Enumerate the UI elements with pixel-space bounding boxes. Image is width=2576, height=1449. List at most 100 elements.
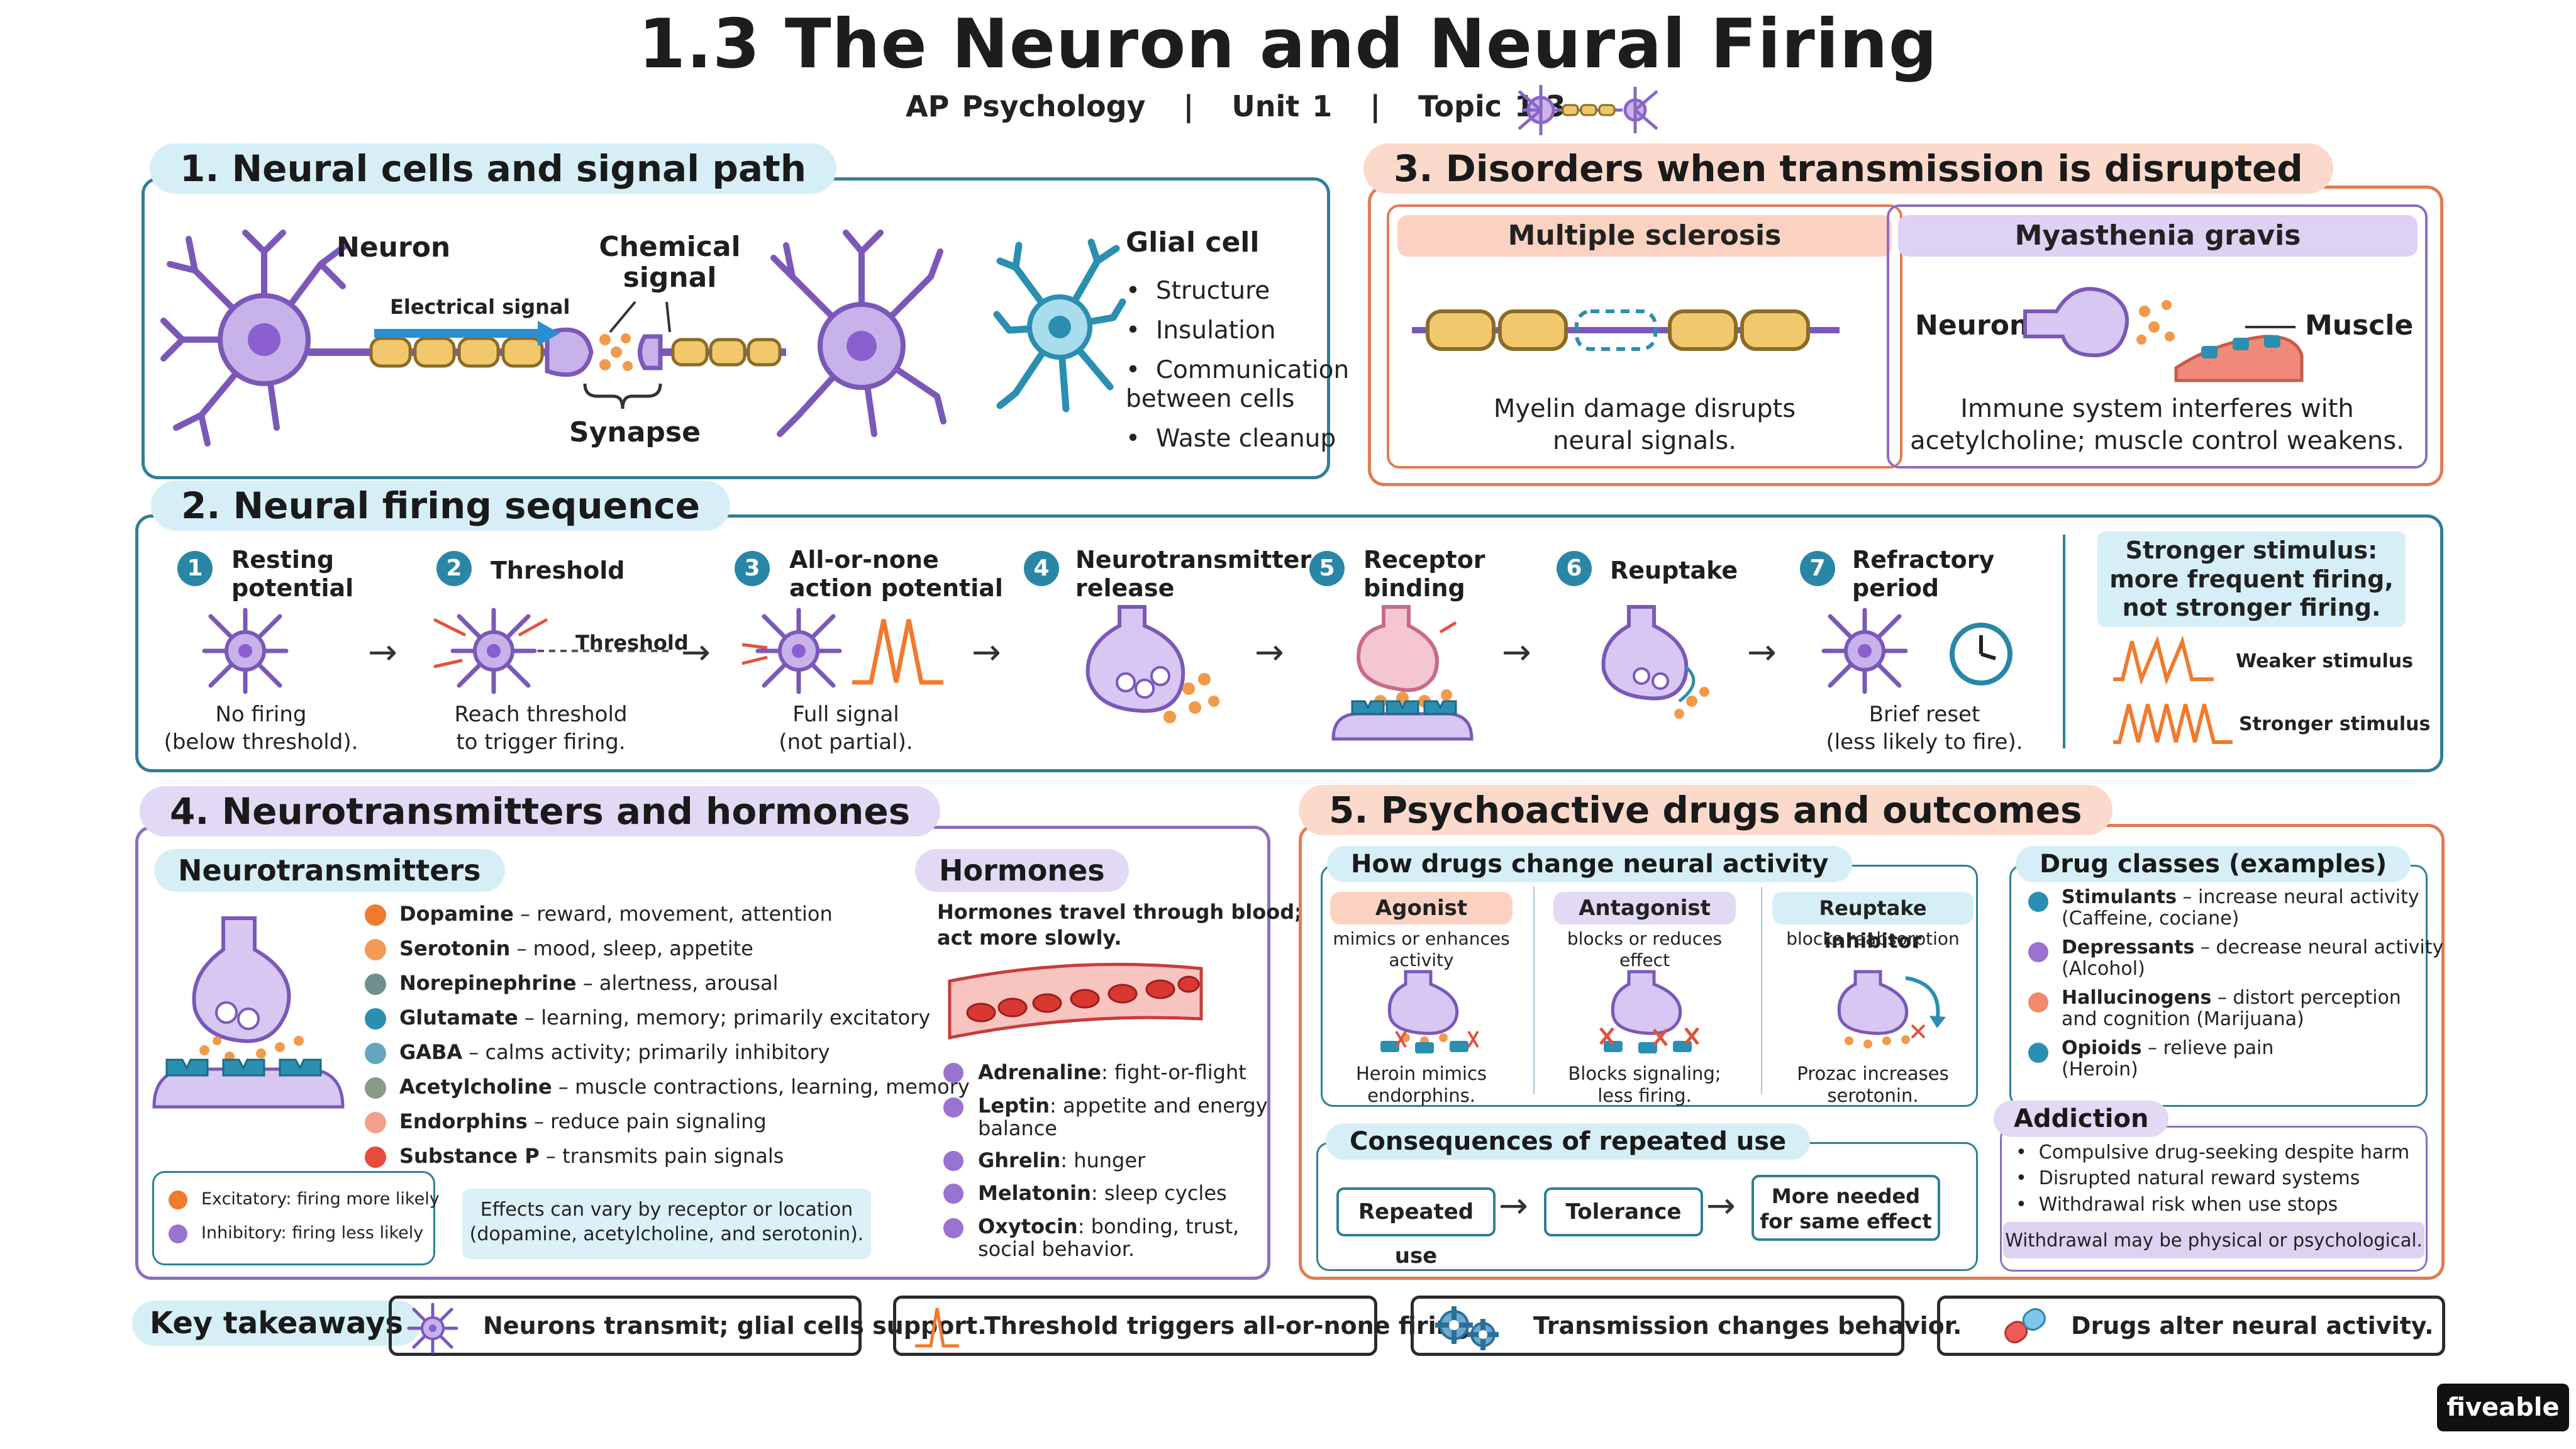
stimulus-note: Stronger stimulus: more frequent firing,…	[2097, 531, 2406, 627]
ms-box	[1387, 204, 1902, 469]
synapse-receptor-icon	[152, 916, 345, 1109]
excitatory-legend-box	[152, 1171, 435, 1265]
flow-tolerance: Tolerance	[1544, 1187, 1703, 1236]
neurotransmitters-subtab: Neurotransmitters	[154, 849, 505, 892]
nt-row: Glutamate – learning, memory; primarily …	[399, 1006, 931, 1030]
takeaway-3-text: Transmission changes behavior.	[1533, 1312, 1962, 1340]
withdrawal-note: Withdrawal may be physical or psychologi…	[2003, 1222, 2424, 1258]
mg-box	[1887, 204, 2428, 469]
fiveable-logo: fiveable	[2437, 1384, 2569, 1431]
agonist-desc: mimics or enhances activity	[1333, 928, 1510, 970]
nt-row: Substance P – transmits pain signals	[399, 1144, 784, 1168]
step-1-name: Resting potential	[231, 546, 354, 602]
section4-tab: 4. Neurotransmitters and hormones	[140, 786, 941, 836]
hormone-row: Leptin: appetite and energy balance	[978, 1094, 1268, 1140]
step-arrow: →	[681, 632, 711, 673]
step-7-caption: Brief reset (less likely to fire).	[1826, 702, 2023, 755]
takeaway-4	[1937, 1296, 2445, 1356]
glutamate-dot	[365, 1008, 386, 1030]
endorphins-dot	[365, 1112, 386, 1133]
receptor-binding-icon	[1331, 605, 1474, 741]
drug-divider	[1761, 887, 1762, 1094]
addiction-item: • Disrupted natural reward systems	[2016, 1167, 2360, 1190]
excitatory-dot	[169, 1191, 187, 1209]
hormones-note: Hormones travel through blood; act more …	[937, 900, 1302, 950]
blood-vessel-icon	[948, 962, 1203, 1040]
key-takeaways-label: Key takeaways	[132, 1301, 421, 1346]
step-arrow: →	[1502, 632, 1531, 673]
nt-row: Dopamine – reward, movement, attention	[399, 902, 833, 926]
takeaway-1-text: Neurons transmit; glial cells support.	[483, 1312, 987, 1340]
flow-arrow: →	[1706, 1185, 1736, 1226]
drug-classes-subtab: Drug classes (examples)	[2016, 846, 2411, 882]
flow-more-needed: More needed for same effect	[1752, 1175, 1940, 1241]
takeaway-1	[389, 1296, 862, 1356]
step-2-number: 2	[436, 551, 472, 586]
section2-tab: 2. Neural firing sequence	[151, 480, 731, 531]
step-2-name: Threshold	[491, 557, 625, 584]
weaker-stimulus-label: Weaker stimulus	[2236, 650, 2413, 672]
clock-icon	[1950, 623, 2012, 686]
drug-class-row: Opioids – relieve pain (Heroin)	[2062, 1037, 2274, 1080]
acetylcholine-dot	[365, 1077, 386, 1099]
nt-row: Endorphins – reduce pain signaling	[399, 1109, 767, 1133]
step-3-name: All-or-none action potential	[789, 546, 1003, 602]
addiction-subtab: Addiction	[1994, 1101, 2169, 1137]
addiction-box	[2000, 1126, 2428, 1272]
reuptake-example: Prozac increases serotonin.	[1797, 1063, 1949, 1106]
effects-note: Effects can vary by receptor or location…	[462, 1189, 871, 1259]
takeaway-4-text: Drugs alter neural activity.	[2071, 1312, 2434, 1340]
stimulants-dot	[2028, 892, 2048, 912]
step-3-caption: Full signal (not partial).	[779, 702, 913, 755]
step-2-caption: Reach threshold to trigger firing.	[454, 702, 628, 755]
drug-divider	[1533, 887, 1535, 1094]
takeaway-3	[1411, 1296, 1904, 1356]
how-drugs-subtab: How drugs change neural activity	[1327, 846, 1853, 882]
mg-title: Myasthenia gravis	[1898, 215, 2418, 257]
electrical-signal-label: Electrical signal	[390, 295, 570, 319]
step-arrow: →	[368, 632, 397, 673]
step-1-caption: No firing (below threshold).	[164, 702, 358, 755]
action-potential-small-icon	[915, 1307, 959, 1348]
hormones-subtab: Hormones	[915, 849, 1129, 892]
section5-tab: 5. Psychoactive drugs and outcomes	[1299, 785, 2112, 835]
hormone-row: Oxytocin: bonding, trust, social behavio…	[978, 1214, 1240, 1261]
nt-row: Serotonin – mood, sleep, appetite	[399, 936, 753, 960]
hallucinogens-dot	[2028, 992, 2048, 1013]
consequences-subtab: Consequences of repeated use	[1326, 1123, 1811, 1160]
nt-row: Acetylcholine – muscle contractions, lea…	[399, 1075, 970, 1099]
inhibitory-label: Inhibitory: firing less likely	[201, 1223, 424, 1243]
neuron-label: Neuron	[336, 231, 451, 264]
synapse-label: Synapse	[569, 416, 701, 448]
threshold-neuron-icon	[433, 608, 673, 694]
step-3-number: 3	[735, 551, 770, 586]
reuptake-desc: blocks reabsorption	[1786, 928, 1960, 949]
step-arrow: →	[972, 632, 1001, 673]
refractory-neuron-icon	[1821, 608, 1908, 694]
antagonist-title: Antagonist	[1553, 892, 1736, 924]
dopamine-dot	[365, 904, 386, 926]
antagonist-example: Blocks signaling; less firing.	[1568, 1063, 1721, 1106]
nt-row: Norepinephrine – alertness, arousal	[399, 971, 779, 995]
hormone-dot	[943, 1063, 963, 1083]
action-potential-icon	[741, 608, 943, 694]
glial-item: • Waste cleanup	[1126, 425, 1336, 453]
nt-release-icon	[1085, 605, 1219, 723]
reuptake-icon	[1601, 605, 1709, 719]
hormone-row: Ghrelin: hunger	[978, 1148, 1146, 1172]
step-6-number: 6	[1557, 551, 1592, 586]
inhibitory-dot	[169, 1224, 187, 1243]
norepinephrine-dot	[365, 974, 386, 995]
antagonist-icon	[1599, 970, 1699, 1053]
step-7-name: Refractory period	[1852, 546, 1995, 602]
flow-repeated-use: Repeated use	[1336, 1187, 1496, 1269]
opioids-dot	[2028, 1043, 2048, 1063]
hormone-row: Melatonin: sleep cycles	[978, 1181, 1227, 1205]
hormone-row: Adrenaline: fight-or-flight	[978, 1060, 1246, 1084]
stronger-stimulus-spikes	[2113, 704, 2233, 744]
glial-item: • Communication between cells	[1126, 355, 1350, 414]
resting-neuron-icon	[202, 608, 289, 694]
mg-muscle-label: Muscle	[2305, 309, 2414, 341]
hormone-dot	[943, 1184, 963, 1204]
nt-row: GABA – calms activity; primarily inhibit…	[399, 1040, 830, 1064]
